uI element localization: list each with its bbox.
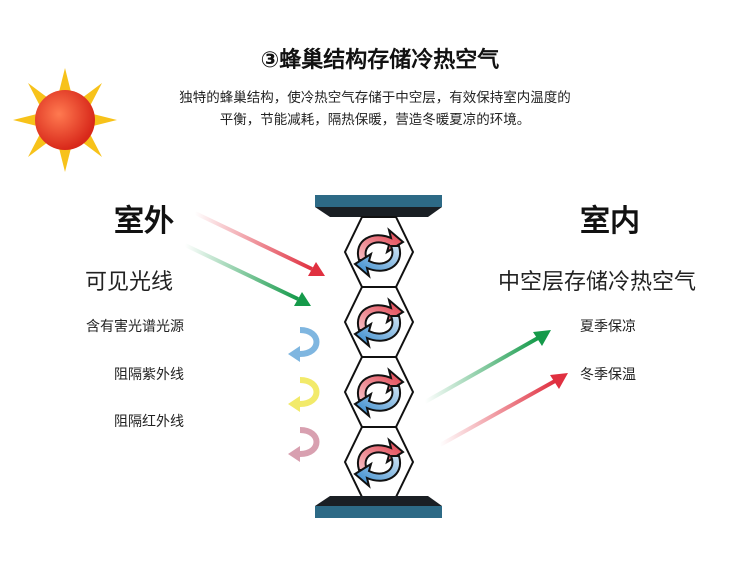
honeycomb-cells bbox=[343, 216, 415, 498]
page-title: ③蜂巢结构存储冷热空气 bbox=[260, 48, 500, 73]
sun-icon bbox=[13, 68, 117, 172]
reflect-uv-blue-icon bbox=[288, 327, 320, 362]
reflect-uv-yellow-icon bbox=[288, 377, 320, 412]
winter-warm-red-arrow bbox=[439, 373, 568, 447]
visible-light-green-arrow bbox=[184, 243, 311, 306]
inside-item: 夏季保凉 bbox=[580, 319, 636, 335]
inside-subheading: 中空层存储冷热空气 bbox=[498, 270, 697, 295]
inside-heading: 室内 bbox=[580, 204, 640, 239]
visible-light-red-arrow bbox=[194, 211, 325, 276]
summer-cool-green-arrow bbox=[424, 330, 551, 404]
inside-item: 冬季保温 bbox=[580, 367, 636, 383]
outside-heading: 室外 bbox=[114, 204, 174, 239]
description-line-1: 独特的蜂巢结构，使冷热空气存储于中空层，有效保持室内温度的 bbox=[179, 90, 571, 106]
outside-item: 阻隔紫外线 bbox=[114, 367, 184, 383]
outside-item: 含有害光谱光源 bbox=[86, 319, 184, 335]
reflect-ir-pink-icon bbox=[288, 427, 320, 462]
bottom-plate bbox=[315, 496, 442, 518]
outside-subheading: 可见光线 bbox=[85, 270, 174, 295]
top-plate bbox=[315, 195, 442, 217]
outside-item: 阻隔红外线 bbox=[114, 414, 184, 430]
description-line-2: 平衡，节能减耗，隔热保暖，营造冬暖夏凉的环境。 bbox=[219, 112, 531, 128]
